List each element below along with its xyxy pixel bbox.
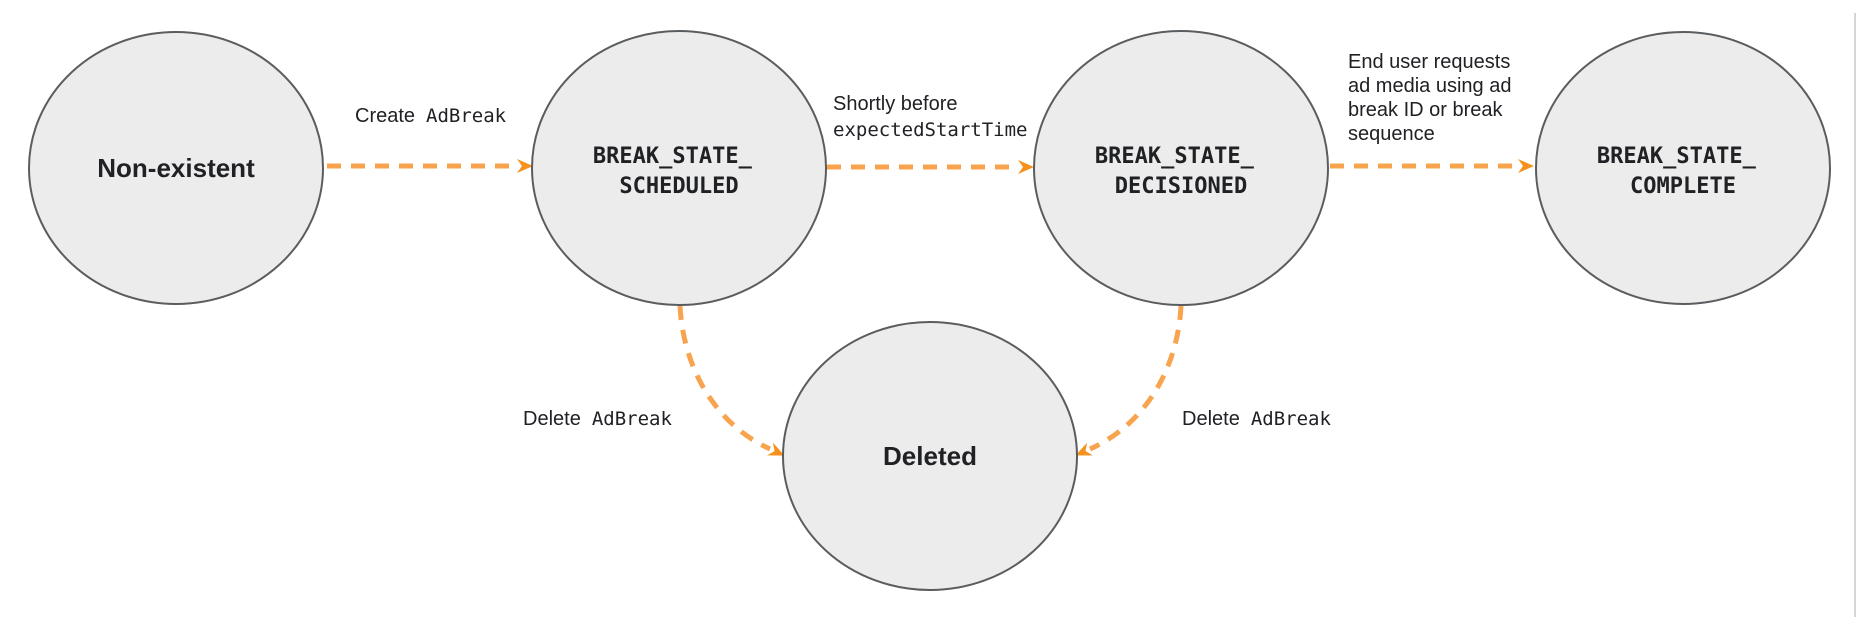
state-label-non-existent: Non-existent [97, 153, 255, 183]
transition-label-create: Create AdBreak [355, 105, 507, 127]
transition-label-line1: End user requests [1348, 51, 1510, 73]
state-node-non-existent [28, 31, 324, 305]
state-label-deleted: Deleted [883, 441, 977, 471]
transition-label-line3: break ID or break [1348, 99, 1504, 121]
state-label-line2: SCHEDULED [619, 174, 738, 199]
transition-arrow-decisioned-to-deleted [1075, 305, 1184, 456]
state-label-line1: BREAK_STATE_ [1597, 144, 1757, 169]
transition-label-decisioned-to-complete: End user requests ad media using ad brea… [1348, 51, 1517, 145]
transition-label-delete-left-code: AdBreak [592, 408, 673, 430]
transition-label-delete-right-code: AdBreak [1251, 408, 1332, 430]
transition-label-create-plain: Create [355, 105, 415, 127]
state-label-break-state-scheduled: BREAK_STATE_ SCHEDULED [593, 144, 765, 199]
state-node-break-state-scheduled [531, 30, 827, 306]
state-label-line2: COMPLETE [1630, 174, 1736, 199]
transition-label-line2: ad media using ad [1348, 75, 1511, 97]
transition-label-scheduled-to-decisioned: Shortly before expectedStartTime [833, 93, 1027, 141]
transition-label-delete-left-plain: Delete [523, 408, 581, 430]
state-node-break-state-decisioned [1033, 30, 1329, 306]
state-node-break-state-complete [1535, 31, 1831, 305]
state-node-deleted [782, 321, 1078, 591]
transition-label-expected-start-time: expectedStartTime [833, 119, 1027, 141]
transition-label-scheduled-to-deleted: Delete AdBreak [523, 408, 672, 430]
state-label-break-state-complete: BREAK_STATE_ COMPLETE [1597, 144, 1769, 199]
state-label-line1: BREAK_STATE_ [593, 144, 753, 169]
transition-arrow-scheduled-to-deleted [677, 305, 785, 456]
transition-label-create-code: AdBreak [426, 105, 507, 127]
transition-label-line4: sequence [1348, 123, 1435, 145]
transition-label-delete-right-plain: Delete [1182, 408, 1240, 430]
state-label-line1: BREAK_STATE_ [1095, 144, 1255, 169]
state-label-break-state-decisioned: BREAK_STATE_ DECISIONED [1095, 144, 1267, 199]
transition-label-decisioned-to-deleted: Delete AdBreak [1182, 408, 1331, 430]
transition-label-shortly-before: Shortly before [833, 93, 958, 115]
state-label-line2: DECISIONED [1115, 174, 1247, 199]
